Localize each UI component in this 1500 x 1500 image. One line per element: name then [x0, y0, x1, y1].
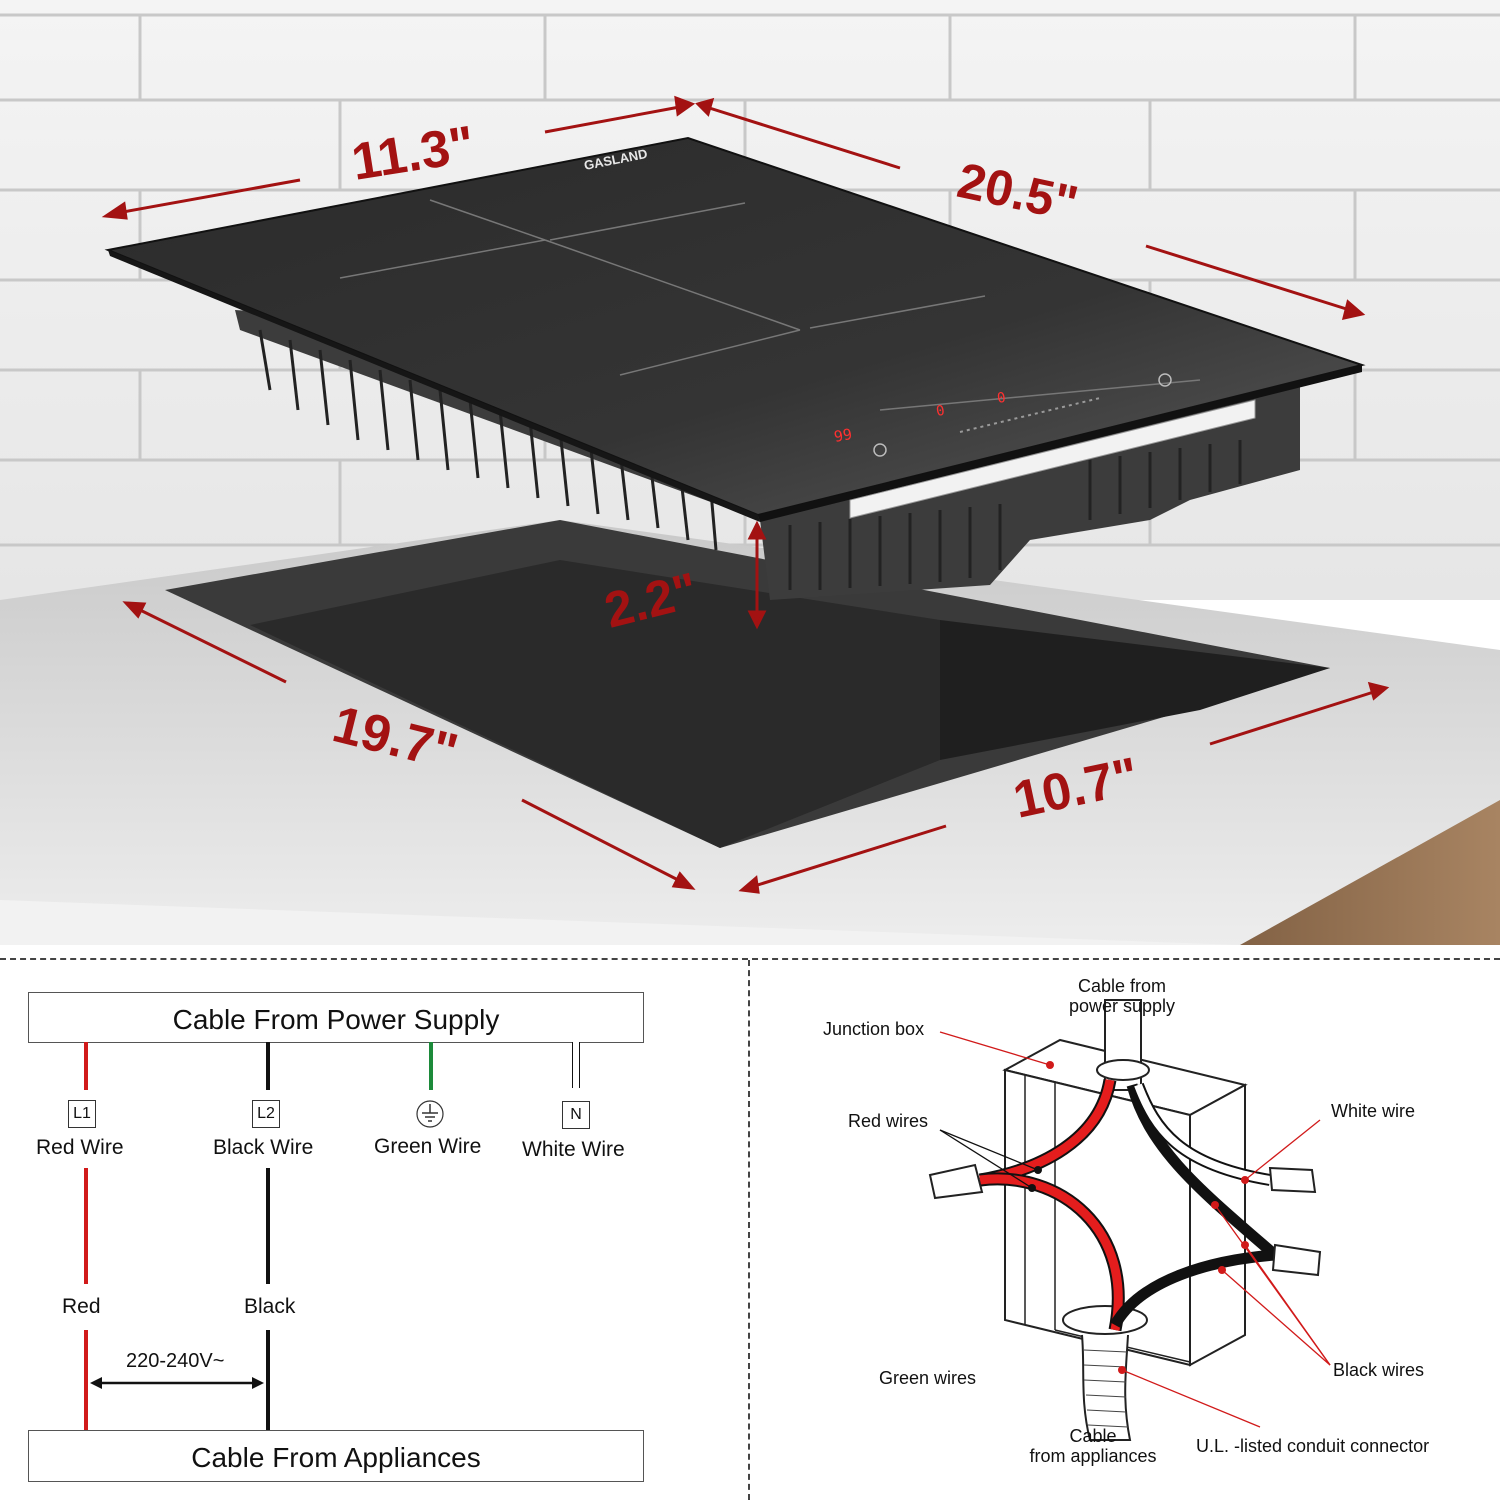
- voltage-double-arrow: [90, 1377, 264, 1389]
- product-photo: GASLAND 99 0 0 11.3" 20.5" 2.2" 19.7" 10…: [0, 0, 1500, 945]
- red-wire-mid: [84, 1168, 88, 1284]
- red-wire-label: Red Wire: [36, 1136, 124, 1159]
- black-wire-label: Black Wire: [213, 1136, 314, 1159]
- timer-touch-icon: [873, 443, 887, 457]
- zone1-display: 0: [935, 403, 946, 420]
- cooktop-dimensions-illustration: GASLAND 99 0 0 11.3" 20.5" 2.2" 19.7" 10…: [0, 0, 1500, 945]
- cable-from-appliances-label: Cable from appliances: [1029, 1426, 1157, 1466]
- junction-box-illustration: [928, 999, 1331, 1441]
- black-wire-mid: [266, 1168, 270, 1284]
- white-wire-diagram-label: White wire: [1331, 1101, 1416, 1121]
- power-supply-box: Cable From Power Supply: [28, 992, 644, 1043]
- power-touch-icon: [1158, 373, 1172, 387]
- section-divider-vertical: [748, 960, 750, 1500]
- white-wire-label: White Wire: [522, 1138, 625, 1161]
- timer-display: 99: [833, 425, 854, 446]
- section-divider: [0, 958, 1500, 960]
- voltage-label: 220-240V~: [126, 1350, 225, 1372]
- terminal-l1: L1: [68, 1100, 96, 1128]
- black-wire-bottom: [266, 1330, 270, 1430]
- red-wires-label: Red wires: [848, 1111, 929, 1131]
- conduit-connector-label: U.L. -listed conduit connector: [1196, 1436, 1430, 1456]
- junction-box-label: Junction box: [823, 1019, 925, 1039]
- green-wire-label: Green Wire: [374, 1135, 482, 1158]
- terminal-l2: L2: [252, 1100, 280, 1128]
- black-wire-top: [266, 1042, 270, 1090]
- black-wires-label: Black wires: [1333, 1360, 1425, 1380]
- red-wire-top: [84, 1042, 88, 1090]
- black-label: Black: [244, 1295, 296, 1318]
- ground-icon: [416, 1100, 444, 1128]
- dimension-arrows: [101, 95, 1390, 894]
- zone2-display: 0: [996, 390, 1007, 407]
- white-wire-top: [572, 1042, 580, 1088]
- red-wire-bottom: [84, 1330, 88, 1430]
- green-wire-top: [429, 1042, 433, 1090]
- terminal-n: N: [562, 1101, 590, 1129]
- appliances-box: Cable From Appliances: [28, 1430, 644, 1482]
- red-label: Red: [62, 1295, 101, 1318]
- green-wires-label: Green wires: [879, 1368, 977, 1388]
- cooking-zone-markings: [339, 199, 1201, 411]
- slider-control: [959, 397, 1101, 433]
- cable-from-power-supply-label: Cable from power supply: [1068, 976, 1176, 1016]
